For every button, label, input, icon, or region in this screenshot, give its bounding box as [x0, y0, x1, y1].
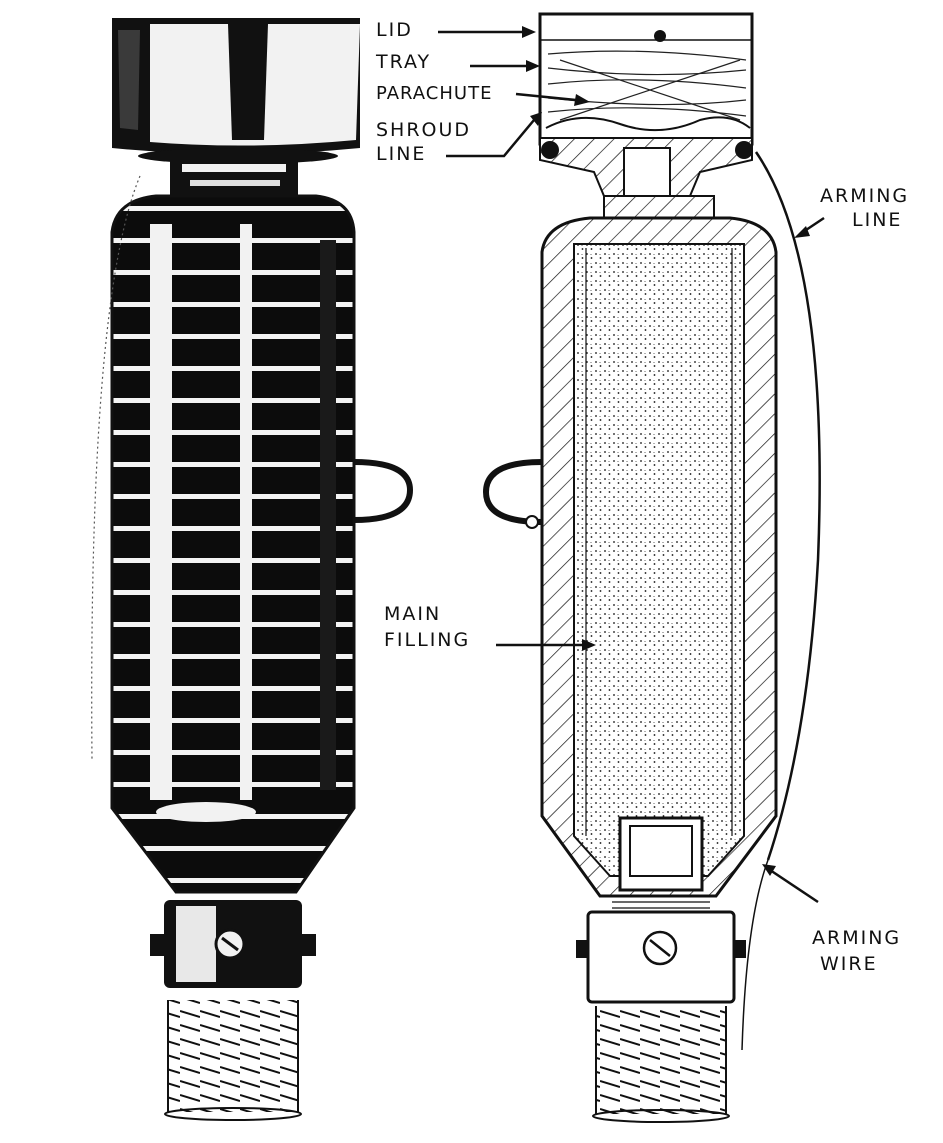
exterior-handle: [353, 459, 414, 523]
exterior-spring: [168, 1000, 298, 1112]
exterior-body: [112, 196, 354, 892]
cutaway-view: [482, 12, 821, 1123]
arrow-heads: [522, 26, 810, 876]
main-filling-area: [573, 243, 745, 877]
label-arming-line-1: ARMING: [820, 185, 910, 207]
label-tray: TRAY: [376, 51, 432, 73]
cutaway-spring: [596, 1006, 726, 1114]
label-shroud: SHROUD: [376, 119, 472, 141]
arming-line: [754, 151, 821, 861]
cutaway-lid: [538, 12, 754, 146]
label-filling: FILLING: [384, 629, 471, 651]
label-shroud-line: LINE: [376, 143, 427, 165]
label-arming-wire-2: WIRE: [820, 953, 878, 975]
label-parachute: PARACHUTE: [376, 83, 493, 104]
label-arming-wire-1: ARMING: [812, 927, 902, 949]
label-lid: LID: [376, 19, 413, 41]
label-main: MAIN: [384, 603, 442, 625]
exterior-view: [91, 18, 414, 1121]
cutaway-handle: [482, 459, 543, 525]
arming-wire: [741, 859, 769, 1051]
label-arming-line-2: LINE: [852, 209, 903, 231]
